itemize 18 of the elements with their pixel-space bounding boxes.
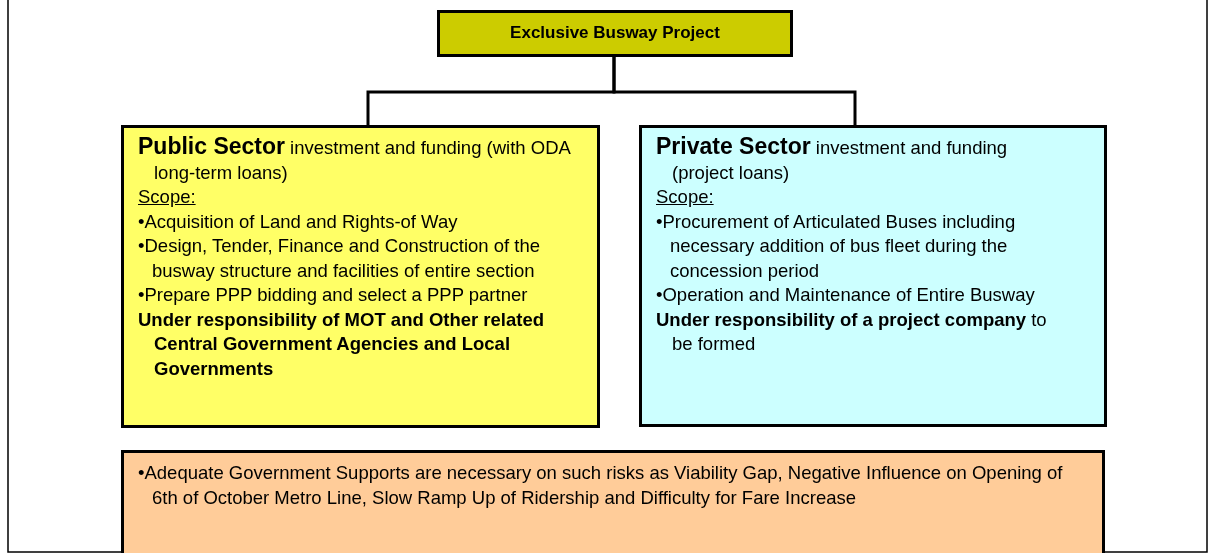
- sector-box: [639, 125, 1107, 427]
- title-box: [437, 10, 793, 57]
- sector-box: [121, 125, 600, 428]
- bullet-item: •Procurement of Articulated Buses including necessary addition of bus fleet during the concession period: [656, 209, 1017, 283]
- bullet-item: •Design, Tender, Finance and Construction of the busway structure and facilities of entire section: [138, 234, 542, 283]
- heading-text: Private Sector investment and funding (project loans): [656, 134, 1009, 185]
- scope-label: Scope:: [138, 185, 197, 209]
- connector-line: [612, 57, 857, 125]
- note-box: [121, 450, 1105, 553]
- bullet-item: •Adequate Government Supports are necessary on such risks as Viability Gap, Negative Influence on Opening of 6th of October Metro Line, Slow Ramp Up of Ridership and Difficulty for Fare Increase: [138, 461, 1064, 510]
- bullet-item: •Operation and Maintenance of Entire Busway: [656, 283, 1036, 307]
- heading-text: Public Sector investment and funding (with ODA long-term loans): [138, 134, 572, 185]
- scope-label: Scope:: [656, 185, 715, 209]
- bullet-item: •Prepare PPP bidding and select a PPP partner: [138, 283, 529, 307]
- bullet-item: •Acquisition of Land and Rights-of Way: [138, 209, 459, 234]
- responsibility-text: Under responsibility of MOT and Other related Central Government Agencies and Local Governments: [138, 307, 546, 381]
- responsibility-text: Under responsibility of a project company to be formed: [656, 307, 1048, 356]
- title-text: Exclusive Busway Project: [509, 22, 721, 44]
